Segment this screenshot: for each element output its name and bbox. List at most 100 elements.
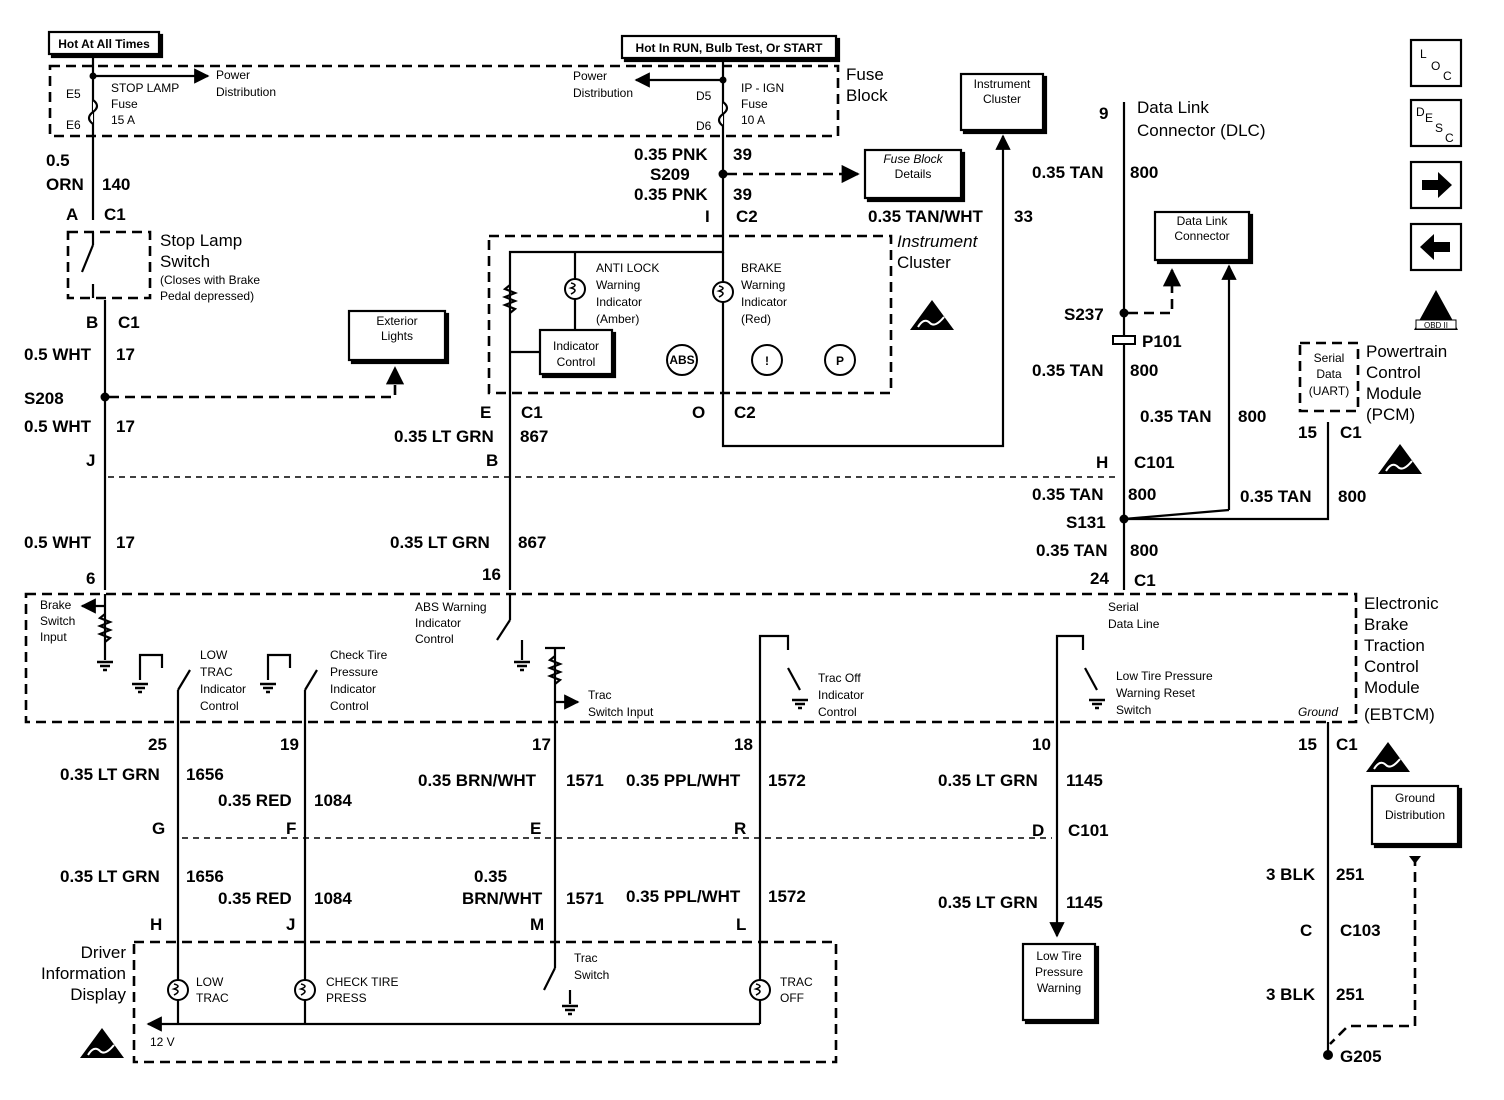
svg-text:C1: C1: [1336, 735, 1358, 754]
svg-text:J: J: [286, 915, 295, 934]
svg-text:TRAC: TRAC: [780, 975, 813, 989]
svg-text:J: J: [86, 451, 95, 470]
left-arrow-icon[interactable]: [1409, 222, 1463, 272]
svg-text:3 BLK: 3 BLK: [1266, 865, 1316, 884]
svg-text:0.35 PPL/WHT: 0.35 PPL/WHT: [626, 887, 741, 906]
svg-text:C: C: [1445, 131, 1454, 145]
svg-text:0.35 TAN: 0.35 TAN: [1140, 407, 1212, 426]
svg-text:800: 800: [1130, 163, 1158, 182]
svg-text:!: !: [765, 354, 769, 368]
svg-text:1572: 1572: [768, 887, 806, 906]
svg-text:17: 17: [532, 735, 551, 754]
svg-text:Switch: Switch: [574, 968, 609, 982]
svg-text:D: D: [1032, 821, 1044, 840]
svg-text:C1: C1: [521, 403, 543, 422]
svg-text:1572: 1572: [768, 771, 806, 790]
svg-text:Control: Control: [818, 705, 857, 719]
svg-text:140: 140: [102, 175, 130, 194]
svg-text:Fuse: Fuse: [741, 97, 768, 111]
svg-text:15: 15: [1298, 423, 1317, 442]
svg-text:Electronic: Electronic: [1364, 594, 1439, 613]
svg-text:1084: 1084: [314, 889, 352, 908]
svg-text:Input: Input: [40, 630, 67, 644]
svg-text:0.35 LT GRN: 0.35 LT GRN: [394, 427, 494, 446]
description-icon[interactable]: D E S C: [1409, 98, 1463, 148]
svg-text:251: 251: [1336, 865, 1364, 884]
svg-text:I: I: [705, 207, 710, 226]
svg-text:0.35 TAN: 0.35 TAN: [1036, 541, 1108, 560]
svg-text:17: 17: [116, 417, 135, 436]
svg-text:Indicator: Indicator: [596, 295, 642, 309]
svg-text:Details: Details: [895, 167, 932, 181]
svg-text:Serial: Serial: [1108, 600, 1139, 614]
svg-text:Fuse: Fuse: [111, 97, 138, 111]
svg-text:Stop Lamp: Stop Lamp: [160, 231, 242, 250]
svg-text:Switch Input: Switch Input: [588, 705, 654, 719]
svg-text:PRESS: PRESS: [326, 991, 367, 1005]
svg-text:OBD II: OBD II: [1424, 321, 1448, 330]
svg-text:Check Tire: Check Tire: [330, 648, 388, 662]
svg-text:C1: C1: [104, 205, 126, 224]
svg-text:Indicator: Indicator: [200, 682, 246, 696]
svg-text:Data Link: Data Link: [1177, 214, 1229, 228]
svg-text:IP - IGN: IP - IGN: [741, 81, 784, 95]
svg-text:39: 39: [733, 145, 752, 164]
svg-text:Indicator: Indicator: [415, 616, 461, 630]
ip-ign-fuse: D5 D6 IP - IGN Fuse 10 A Power Distribut…: [573, 58, 784, 238]
svg-text:Distribution: Distribution: [573, 86, 633, 100]
svg-text:(Red): (Red): [741, 312, 771, 326]
svg-text:Information: Information: [41, 964, 126, 983]
svg-text:12 V: 12 V: [150, 1035, 175, 1049]
svg-text:STOP LAMP: STOP LAMP: [111, 81, 179, 95]
stop-lamp-fuse: E5 E6 STOP LAMP Fuse 15 A Power Distribu…: [66, 58, 276, 220]
svg-text:0.35 RED: 0.35 RED: [218, 791, 292, 810]
svg-text:Control: Control: [1364, 657, 1419, 676]
svg-text:3 BLK: 3 BLK: [1266, 985, 1316, 1004]
svg-text:251: 251: [1336, 985, 1364, 1004]
svg-text:0.35 TAN/WHT: 0.35 TAN/WHT: [868, 207, 984, 226]
svg-text:P: P: [836, 354, 844, 368]
svg-text:0.5 WHT: 0.5 WHT: [24, 345, 92, 364]
right-arrow-icon[interactable]: [1409, 160, 1463, 210]
svg-text:(UART): (UART): [1309, 384, 1349, 398]
svg-text:L: L: [736, 915, 746, 934]
ebtcm-module: Electronic Brake Traction Control Module…: [24, 592, 1439, 773]
svg-text:18: 18: [734, 735, 753, 754]
svg-text:Control: Control: [1366, 363, 1421, 382]
svg-text:C101: C101: [1068, 821, 1109, 840]
svg-text:L: L: [1420, 47, 1427, 61]
svg-text:6: 6: [86, 569, 95, 588]
wire-140: 0.5 ORN 140 A C1: [46, 151, 130, 224]
svg-text:19: 19: [280, 735, 299, 754]
data-link-connector: 9 Data Link Connector (DLC): [1099, 98, 1266, 140]
svg-text:Hot At All Times: Hot At All Times: [58, 37, 150, 51]
svg-text:0.35 LT GRN: 0.35 LT GRN: [60, 867, 160, 886]
svg-text:CHECK TIRE: CHECK TIRE: [326, 975, 398, 989]
svg-text:800: 800: [1128, 485, 1156, 504]
svg-text:TRAC: TRAC: [200, 665, 233, 679]
svg-text:1145: 1145: [1066, 771, 1103, 790]
svg-text:OFF: OFF: [780, 991, 804, 1005]
svg-text:1084: 1084: [314, 791, 352, 810]
svg-text:Cluster: Cluster: [983, 92, 1021, 106]
svg-text:BRAKE: BRAKE: [741, 261, 782, 275]
svg-text:9: 9: [1099, 104, 1108, 123]
svg-text:Distribution: Distribution: [1385, 808, 1445, 822]
svg-text:0.35 TAN: 0.35 TAN: [1032, 163, 1104, 182]
svg-text:Brake: Brake: [1364, 615, 1408, 634]
svg-text:Brake: Brake: [40, 598, 72, 612]
svg-text:Lights: Lights: [381, 329, 413, 343]
svg-text:G: G: [152, 819, 165, 838]
svg-text:17: 17: [116, 533, 135, 552]
svg-text:R: R: [734, 819, 746, 838]
svg-text:TRAC: TRAC: [196, 991, 229, 1005]
instrument-cluster: Instrument Cluster ANTI LOCK Warning Ind…: [487, 232, 979, 400]
svg-text:17: 17: [116, 345, 135, 364]
svg-text:800: 800: [1130, 361, 1158, 380]
svg-text:Ground: Ground: [1395, 791, 1435, 805]
svg-text:ABS Warning: ABS Warning: [415, 600, 487, 614]
location-icon[interactable]: L O C: [1409, 38, 1463, 88]
svg-text:Power: Power: [573, 69, 607, 83]
svg-text:1145: 1145: [1066, 893, 1103, 912]
ground-g205: G205: [1340, 1047, 1382, 1066]
